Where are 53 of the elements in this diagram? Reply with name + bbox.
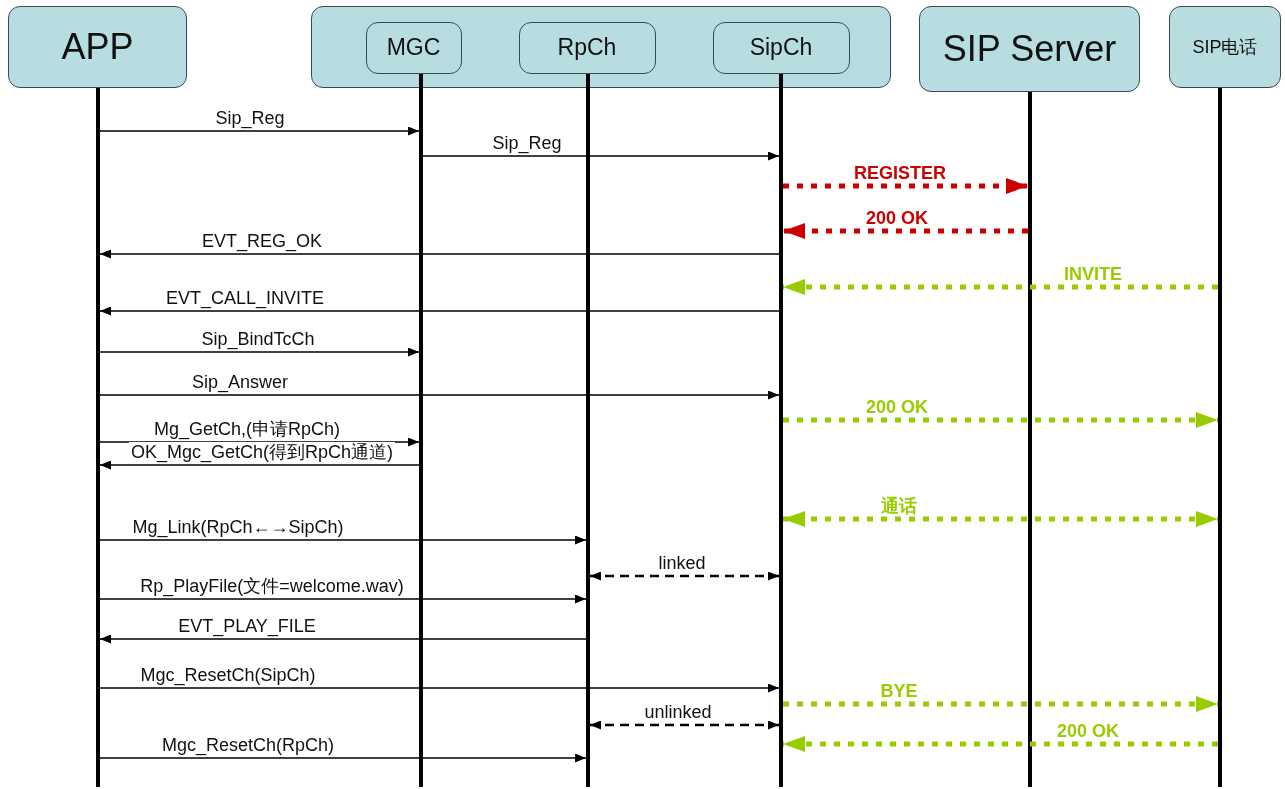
participant-name: SIP Server [942,28,1117,70]
message-label: Mg_Link(RpCh←→SipCh) [130,517,346,537]
lifeline [586,74,590,787]
component-box [712,21,850,74]
message-arrow [99,306,780,316]
lifeline [419,74,423,787]
participant-box [1169,6,1281,88]
participant-name: RpCh [557,34,617,61]
lifeline [1218,88,1222,787]
message-arrow [99,634,587,644]
message-arrow [99,753,587,763]
message-arrow [99,683,780,693]
message-arrow [99,249,780,259]
lifeline [779,74,783,787]
participant-name: MGC [386,34,441,61]
participant-name: SipCh [749,34,813,61]
lifeline [1028,92,1032,787]
message-arrow [783,511,1218,527]
message-label: EVT_PLAY_FILE [176,616,318,636]
component-box [518,21,656,74]
participant-name: APP [61,26,134,68]
message-arrow [99,126,420,136]
participant-name: SIP电话 [1192,36,1258,59]
message-label: OK_Mgc_GetCh(得到RpCh通道) [128,442,396,462]
message-arrow [590,571,779,581]
message-arrow [783,696,1218,712]
message-arrow [99,460,420,470]
message-arrow [590,720,779,730]
message-arrow [99,390,780,400]
participant-box [8,6,187,88]
message-arrow [99,535,587,545]
message-arrow [99,594,587,604]
message-label: Mgc_ResetCh(SipCh) [138,665,318,685]
message-label: 通话 [879,496,919,516]
message-label: Sip_Reg [213,108,287,128]
message-label: Sip_BindTcCh [199,329,317,349]
message-arrow [783,736,1218,752]
message-label: Mg_GetCh,(申请RpCh) [152,419,342,439]
message-label: EVT_REG_OK [200,231,324,251]
participant-box [919,6,1140,92]
message-arrow [99,437,420,447]
lifeline [96,88,100,787]
message-arrow [99,347,420,357]
message-label: Sip_Reg [490,133,564,153]
group-box [311,6,891,88]
message-arrow [783,279,1218,295]
component-box [365,21,462,74]
message-arrow [783,412,1218,428]
message-label: Rp_PlayFile(文件=welcome.wav) [138,576,406,596]
message-arrow [422,151,780,161]
message-label: Sip_Answer [190,372,290,392]
message-arrow [783,223,1028,239]
message-arrow [783,178,1028,194]
